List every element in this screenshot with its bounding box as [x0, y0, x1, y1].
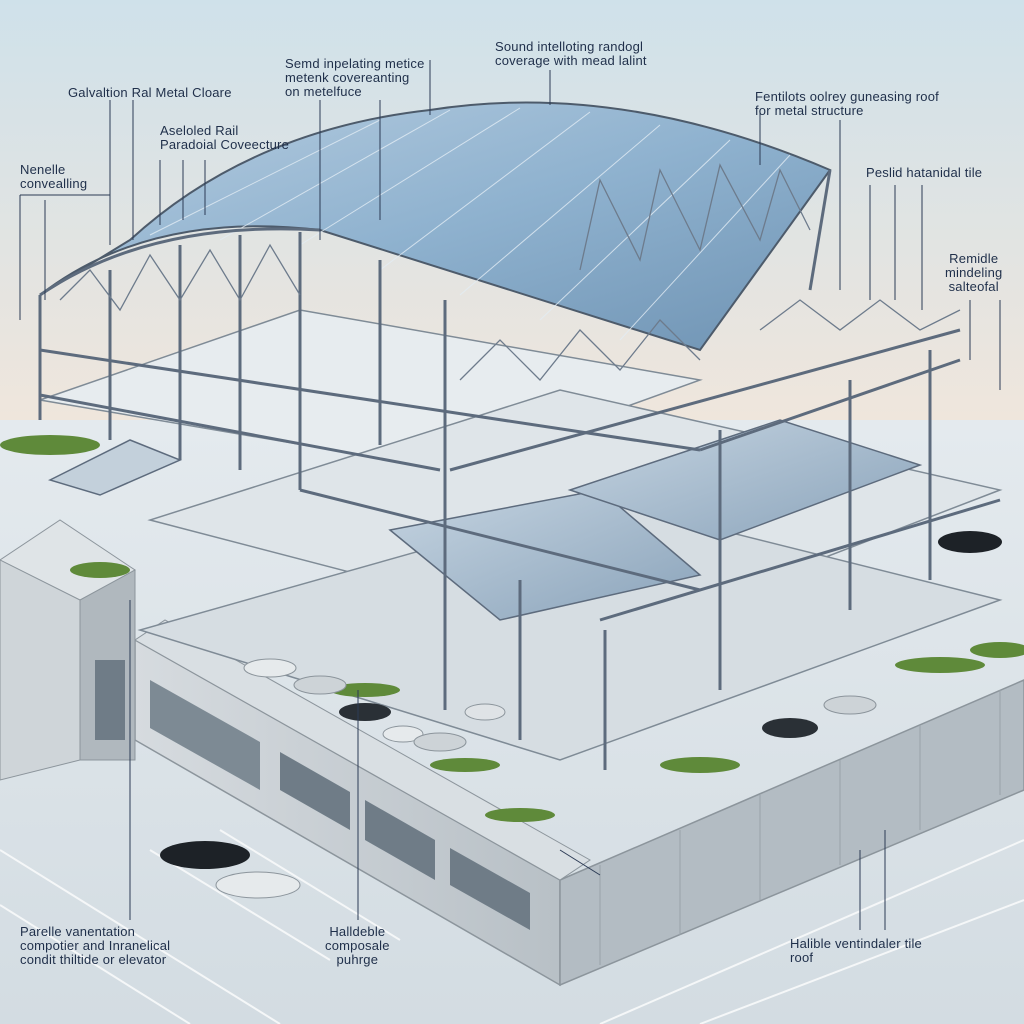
label-galvanized-rail-metal-closure: Galvaltion Ral Metal Cloare: [68, 85, 232, 100]
label-fentilots-roof: Fentilots oolrey guneasing roof for meta…: [755, 89, 939, 118]
canopy-roofs: [47, 419, 923, 621]
label-peslid-hatanidal-tile: Peslid hatanidal tile: [866, 165, 983, 180]
greenery: [0, 435, 1024, 822]
callout-leader-lines: [19, 60, 1001, 930]
label-remidle-mindeling: Remidle mindeling salteofal: [945, 251, 1003, 294]
stair-tower: [0, 519, 136, 781]
label-parelle-vanentation: Parelle vanentation compotier and Inrane…: [20, 924, 171, 967]
label-semd-inpelating-metice: Semd inpelating metice metenk covereanti…: [285, 56, 425, 99]
cars: [160, 531, 1002, 899]
label-nenelle-convealling: Nenelle convealling: [20, 162, 88, 191]
parking-lot-markings: [0, 829, 1024, 1024]
label-sound-intelloting-coverage: Sound intelloting randogl coverage with …: [495, 39, 647, 68]
steel-frame: [38, 169, 1001, 770]
label-halldeble-composale: Halldeble composale puhrge: [325, 924, 390, 967]
roof-trusses: [59, 163, 961, 381]
label-aseloled-rail-coveecture: Aseloled Rail Paradoial Coveecture: [160, 123, 290, 152]
label-halible-ventindaler-tile-roof: Halible ventindaler tile roof: [790, 936, 922, 965]
arched-roof: [39, 101, 832, 352]
